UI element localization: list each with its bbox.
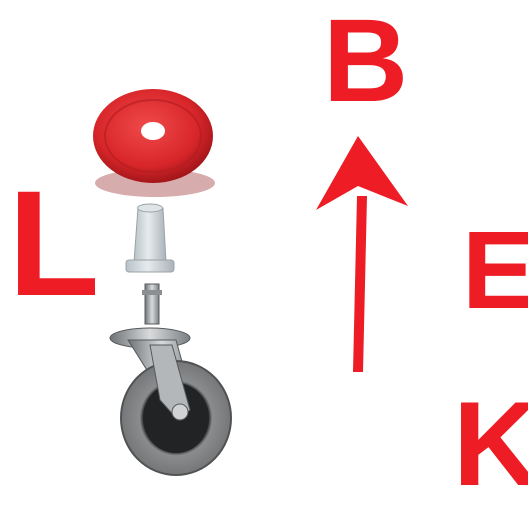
letter-e: E (462, 209, 528, 332)
letter-l: L (8, 159, 100, 327)
letter-b: B (323, 0, 409, 127)
up-arrow-icon (316, 136, 408, 372)
plastic-sleeve-icon (125, 203, 175, 273)
letter-k: K (453, 377, 528, 511)
caster-wheel-icon (109, 283, 232, 476)
red-washer-disc-icon (93, 89, 215, 197)
